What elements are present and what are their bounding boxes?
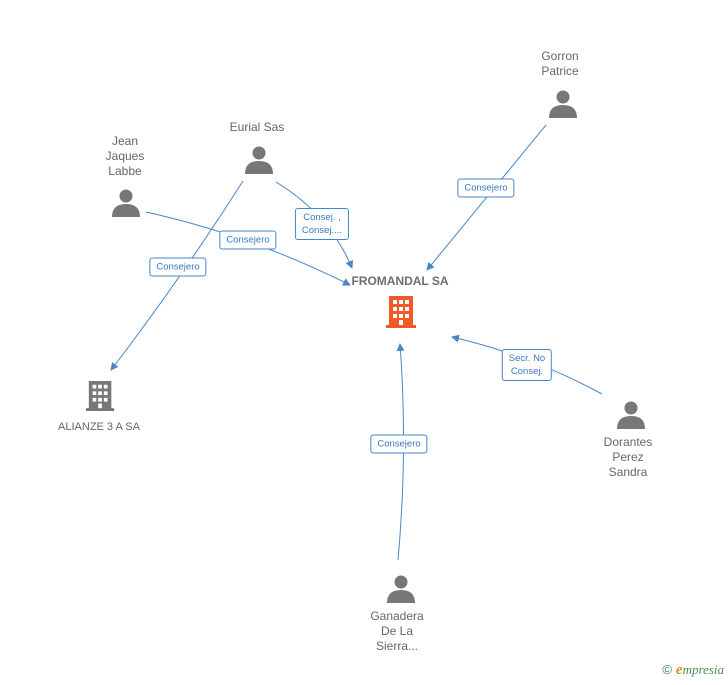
- company-building-icon[interactable]: [86, 379, 116, 413]
- brand-initial: e: [675, 662, 683, 678]
- edge-eurial-to-alianze: [110, 180, 244, 371]
- person-name-gorron[interactable]: Gorron Patrice: [541, 49, 579, 78]
- edge-gorron-to-center: [426, 124, 547, 271]
- person-icon[interactable]: [548, 89, 578, 119]
- center-company-name[interactable]: FROMANDAL SA: [351, 274, 449, 288]
- person-name-ganadera[interactable]: Ganadera De La Sierra...: [370, 609, 424, 653]
- edge-label-dorantes[interactable]: Secr. No Consej.: [501, 349, 553, 381]
- person-icon[interactable]: [111, 188, 141, 218]
- person-icon[interactable]: [616, 400, 646, 430]
- edge-label-eurial-alianze[interactable]: Consejero: [149, 257, 207, 277]
- edge-label-gorron[interactable]: Consejero: [457, 178, 515, 198]
- edge-label-eurial-center[interactable]: Consej. , Consej....: [294, 208, 350, 240]
- person-name-dorantes[interactable]: Dorantes Perez Sandra: [603, 435, 653, 479]
- center-building-icon[interactable]: [386, 294, 418, 330]
- copyright-footer: ©empresia: [662, 662, 724, 679]
- person-icon[interactable]: [386, 574, 416, 604]
- person-name-jean[interactable]: Jean Jaques Labbe: [105, 134, 145, 178]
- brand-name: mpresia: [682, 662, 724, 677]
- copyright-symbol: ©: [662, 662, 672, 677]
- edge-label-ganadera[interactable]: Consejero: [370, 434, 428, 454]
- person-name-eurial[interactable]: Eurial Sas: [229, 120, 285, 134]
- company-name-alianze[interactable]: ALIANZE 3 A SA: [58, 421, 140, 433]
- edge-label-jean[interactable]: Consejero: [219, 230, 277, 250]
- person-icon[interactable]: [244, 145, 274, 175]
